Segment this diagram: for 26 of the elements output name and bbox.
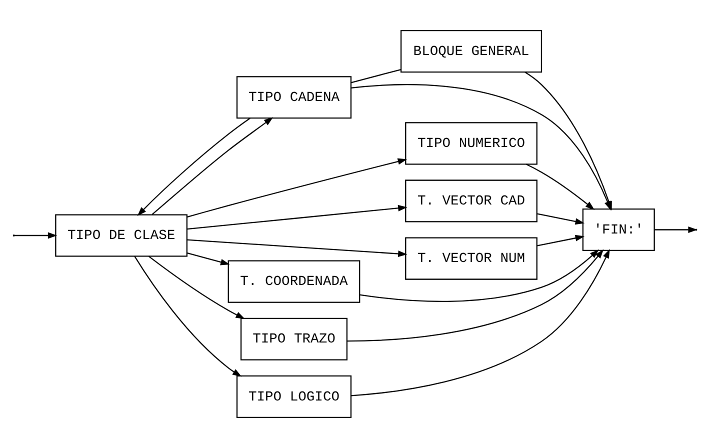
arrow [346, 248, 604, 342]
arrow [537, 212, 585, 224]
node-box: TIPO DE CLASE [55, 214, 188, 256]
arrow [137, 117, 250, 216]
arrow [351, 248, 610, 396]
node-box: TIPO LOGICO [236, 374, 352, 418]
node-box: 'FIN:' [582, 208, 655, 251]
arrow [526, 163, 595, 210]
arrow [187, 158, 408, 217]
arrow [360, 248, 600, 302]
arrow [186, 204, 408, 230]
arrow [14, 232, 58, 238]
arrow [187, 238, 408, 256]
arrow [134, 256, 242, 376]
node-box: TIPO NUMERICO [405, 122, 538, 164]
node-box: TIPO CADENA [236, 76, 352, 118]
arrow [187, 252, 230, 265]
arrow [148, 255, 245, 319]
node-box: BLOQUE GENERAL [400, 30, 542, 72]
connector [350, 68, 402, 83]
node-box: TIPO TRAZO [240, 317, 348, 360]
arrow [152, 116, 274, 214]
node-box: T. COORDENADA [228, 260, 360, 302]
arrow [537, 234, 585, 246]
node-box: T. VECTOR NUM [405, 236, 538, 280]
node-box: T. VECTOR CAD [405, 179, 538, 222]
